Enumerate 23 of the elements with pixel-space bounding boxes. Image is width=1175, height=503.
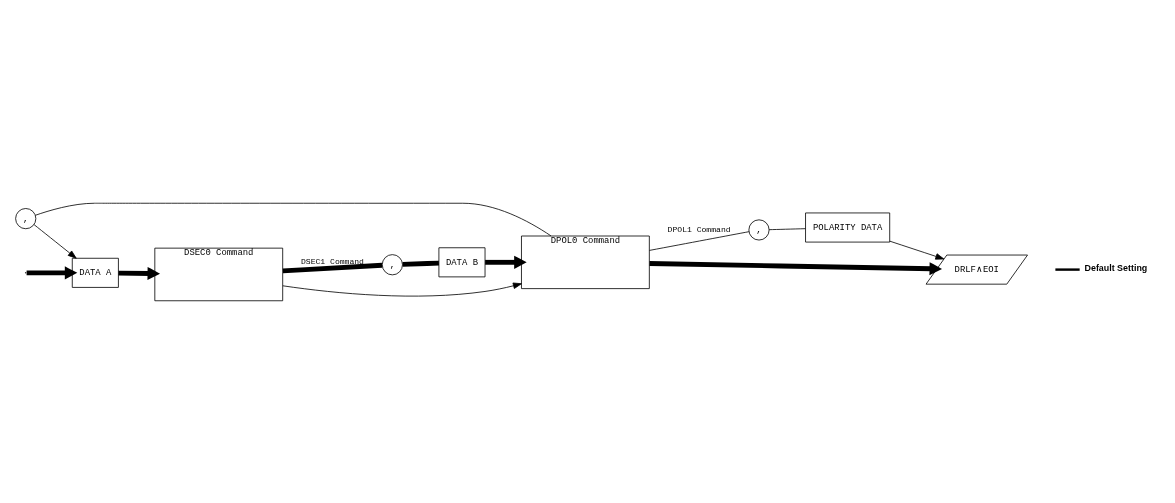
connector	[768, 227, 806, 230]
connector	[649, 230, 750, 251]
node-box: DATA A	[71, 257, 119, 288]
edge-label: DSEC1 Command	[300, 256, 364, 266]
legend-label: Default Setting	[1084, 262, 1148, 273]
node-box: DATA B	[438, 246, 486, 277]
connector	[35, 202, 552, 236]
connector	[402, 260, 439, 267]
node-circle: ,	[381, 253, 403, 275]
node-box: DSEC0 Command	[154, 247, 284, 301]
arrow	[485, 255, 527, 269]
edge-label: DPOL1 Command	[667, 224, 731, 234]
arrow	[282, 282, 522, 297]
node-circle: ,	[15, 207, 37, 229]
arrow	[649, 260, 943, 275]
arrow	[118, 266, 161, 280]
arrow	[26, 265, 78, 279]
node-circle: ,	[748, 218, 770, 240]
arrow	[33, 223, 77, 259]
connector	[282, 262, 383, 273]
node-box: POLARITY DATA	[805, 212, 891, 242]
arrow	[889, 240, 945, 260]
node-box: DPOL0 Command	[521, 235, 650, 289]
